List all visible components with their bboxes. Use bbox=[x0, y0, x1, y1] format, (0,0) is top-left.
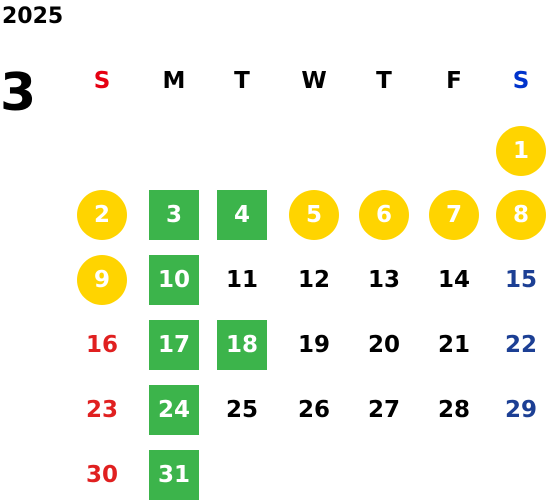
day-cell[interactable]: 21 bbox=[437, 332, 470, 358]
weekday-label: T bbox=[376, 68, 392, 94]
calendar-year: 2025 bbox=[2, 4, 64, 29]
day-cell[interactable]: 3 bbox=[149, 190, 199, 240]
day-cell[interactable]: 15 bbox=[504, 267, 537, 293]
day-cell[interactable]: 25 bbox=[225, 397, 258, 423]
weekday-label: S bbox=[93, 68, 111, 94]
day-cell[interactable]: 17 bbox=[149, 320, 199, 370]
day-cell[interactable]: 24 bbox=[149, 385, 199, 435]
calendar-month: 3 bbox=[0, 63, 37, 123]
day-cell[interactable]: 11 bbox=[225, 267, 258, 293]
day-cell[interactable]: 8 bbox=[496, 190, 546, 240]
day-cell[interactable]: 4 bbox=[217, 190, 267, 240]
day-cell[interactable]: 7 bbox=[429, 190, 479, 240]
day-cell[interactable]: 26 bbox=[297, 397, 330, 423]
weekday-label: F bbox=[446, 68, 462, 94]
day-cell[interactable]: 23 bbox=[85, 397, 118, 423]
day-cell[interactable]: 22 bbox=[504, 332, 537, 358]
day-cell[interactable]: 1 bbox=[496, 126, 546, 176]
day-cell[interactable]: 31 bbox=[149, 450, 199, 500]
day-cell[interactable]: 30 bbox=[85, 462, 118, 488]
day-cell[interactable]: 16 bbox=[85, 332, 118, 358]
day-cell[interactable]: 19 bbox=[297, 332, 330, 358]
day-cell[interactable]: 6 bbox=[359, 190, 409, 240]
day-cell[interactable]: 2 bbox=[77, 190, 127, 240]
day-cell[interactable]: 12 bbox=[297, 267, 330, 293]
day-cell[interactable]: 18 bbox=[217, 320, 267, 370]
day-cell[interactable]: 5 bbox=[289, 190, 339, 240]
day-cell[interactable]: 20 bbox=[367, 332, 400, 358]
weekday-label: S bbox=[512, 68, 530, 94]
weekday-label: M bbox=[162, 68, 186, 94]
weekday-label: T bbox=[234, 68, 250, 94]
day-cell[interactable]: 28 bbox=[437, 397, 470, 423]
weekday-label: W bbox=[301, 68, 327, 94]
day-cell[interactable]: 14 bbox=[437, 267, 470, 293]
day-cell[interactable]: 10 bbox=[149, 255, 199, 305]
day-cell[interactable]: 29 bbox=[504, 397, 537, 423]
day-cell[interactable]: 27 bbox=[367, 397, 400, 423]
day-cell[interactable]: 13 bbox=[367, 267, 400, 293]
day-cell[interactable]: 9 bbox=[77, 255, 127, 305]
